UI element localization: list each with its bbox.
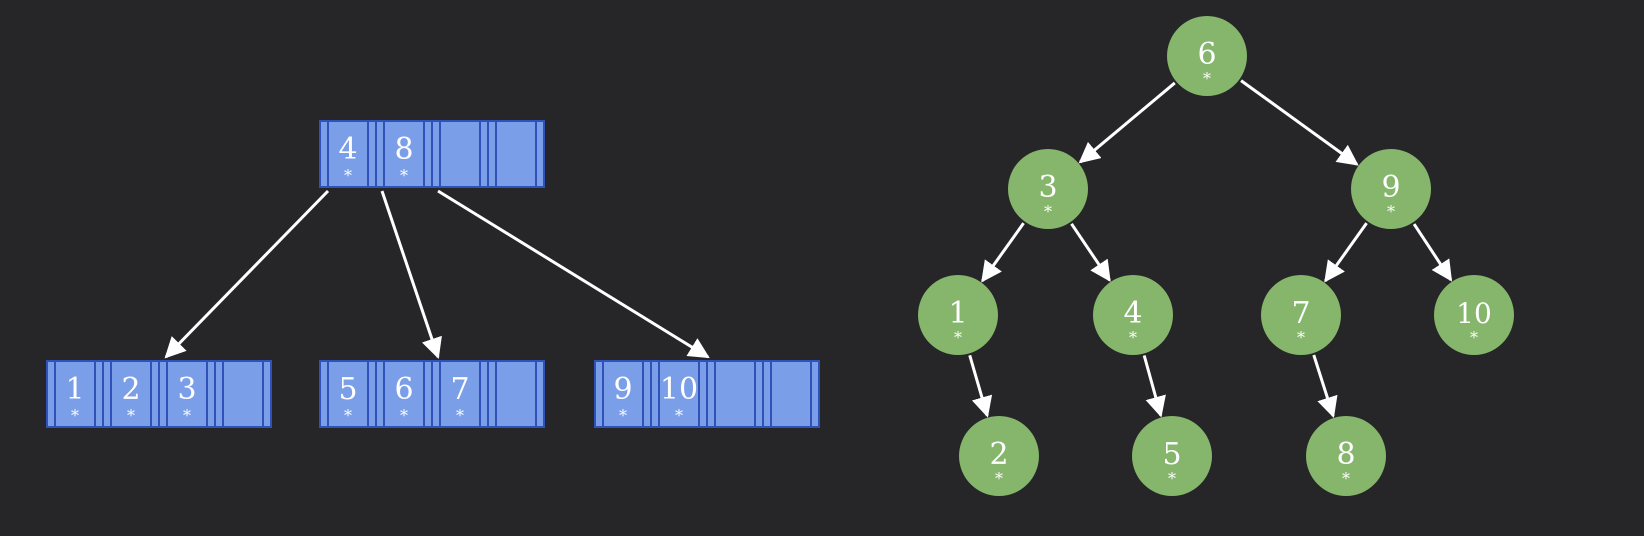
bst-node-key: 6 bbox=[1197, 37, 1216, 72]
bst-node-key: 2 bbox=[989, 437, 1008, 472]
btree-cell bbox=[319, 360, 377, 428]
bst-node-circle bbox=[1132, 416, 1212, 496]
bst-edge-arrow bbox=[1142, 355, 1166, 418]
bst-edge-arrow bbox=[1412, 223, 1453, 282]
btree-key: 5 bbox=[338, 372, 357, 407]
bst-record-pointer: * bbox=[1044, 202, 1052, 221]
bst-node: 7* bbox=[1261, 275, 1341, 355]
bst-record-pointer: * bbox=[1387, 202, 1395, 221]
btree-key: 2 bbox=[121, 372, 140, 407]
bst-node-key: 10 bbox=[1456, 297, 1492, 330]
bst-node-key: 3 bbox=[1038, 170, 1057, 205]
btree-cell bbox=[375, 360, 433, 428]
bst-node-circle bbox=[959, 416, 1039, 496]
bst-node-key: 9 bbox=[1381, 170, 1400, 205]
btree-key: 8 bbox=[394, 132, 413, 167]
btree-record-pointer: * bbox=[71, 406, 79, 425]
bst-edge-arrow bbox=[1324, 222, 1368, 283]
bst-edges bbox=[968, 79, 1453, 418]
bst-node: 8* bbox=[1306, 416, 1386, 496]
bst-record-pointer: * bbox=[1129, 328, 1137, 347]
btree-key: 4 bbox=[338, 132, 357, 167]
btree-cell bbox=[158, 360, 216, 428]
btree-key: 9 bbox=[613, 372, 632, 407]
bst-nodes: 6*3*9*1*4*7*10*2*5*8* bbox=[918, 16, 1514, 496]
bst-node-key: 7 bbox=[1291, 296, 1310, 331]
btree-record-pointer: * bbox=[344, 406, 352, 425]
btree-record-pointer: * bbox=[675, 406, 683, 425]
btree-record-pointer: * bbox=[344, 166, 352, 185]
btree-edges bbox=[164, 189, 710, 359]
btree-root-node: 4*8* bbox=[319, 120, 545, 188]
btree-key: 6 bbox=[394, 372, 413, 407]
bst-node-circle bbox=[918, 275, 998, 355]
btree-key: 7 bbox=[450, 372, 469, 407]
btree-cell bbox=[214, 360, 272, 428]
btree-diagram: 4*8*1*2*3*5*6*7*9*10* bbox=[46, 120, 820, 428]
bst-edge-arrow bbox=[1240, 79, 1359, 166]
bst-node: 3* bbox=[1008, 149, 1088, 229]
bst-node: 9* bbox=[1351, 149, 1431, 229]
btree-record-pointer: * bbox=[183, 406, 191, 425]
btree-cell bbox=[594, 360, 652, 428]
bst-record-pointer: * bbox=[1342, 469, 1350, 488]
btree-record-pointer: * bbox=[400, 166, 408, 185]
btree-key: 1 bbox=[65, 372, 84, 407]
bst-record-pointer: * bbox=[1470, 328, 1478, 347]
btree-edge-arrow bbox=[380, 190, 442, 359]
bst-record-pointer: * bbox=[995, 469, 1003, 488]
btree-key: 10 bbox=[660, 372, 698, 407]
bst-node: 10* bbox=[1434, 275, 1514, 355]
bst-node-key: 1 bbox=[948, 296, 967, 331]
bst-node-circle bbox=[1434, 275, 1514, 355]
btree-record-pointer: * bbox=[619, 406, 627, 425]
btree-cell bbox=[319, 120, 377, 188]
bst-node-circle bbox=[1008, 149, 1088, 229]
bst-edge-arrow bbox=[981, 222, 1025, 283]
btree-record-pointer: * bbox=[456, 406, 464, 425]
bst-node: 1* bbox=[918, 275, 998, 355]
bst-node-circle bbox=[1261, 275, 1341, 355]
bst-node-circle bbox=[1351, 149, 1431, 229]
bst-edge-arrow bbox=[1312, 354, 1338, 418]
btree-cell bbox=[431, 120, 489, 188]
btree-cell bbox=[487, 360, 545, 428]
bst-record-pointer: * bbox=[1168, 469, 1176, 488]
btree-leaf-node: 1*2*3* bbox=[46, 360, 272, 428]
bst-node: 5* bbox=[1132, 416, 1212, 496]
btree-nodes: 4*8*1*2*3*5*6*7*9*10* bbox=[46, 120, 820, 428]
bst-node-circle bbox=[1093, 275, 1173, 355]
bst-diagram: 6*3*9*1*4*7*10*2*5*8* bbox=[918, 16, 1514, 496]
bst-node: 4* bbox=[1093, 275, 1173, 355]
bst-node: 6* bbox=[1167, 16, 1247, 96]
bst-node-circle bbox=[1306, 416, 1386, 496]
btree-record-pointer: * bbox=[127, 406, 135, 425]
bst-node: 2* bbox=[959, 416, 1039, 496]
bst-record-pointer: * bbox=[1297, 328, 1305, 347]
btree-edge-arrow bbox=[164, 189, 330, 359]
btree-key: 3 bbox=[177, 372, 196, 407]
bst-edge-arrow bbox=[968, 354, 993, 418]
btree-cell bbox=[487, 120, 545, 188]
bst-node-key: 5 bbox=[1162, 437, 1181, 472]
btree-cell bbox=[431, 360, 489, 428]
btree-cell bbox=[650, 360, 708, 428]
bst-node-key: 8 bbox=[1336, 437, 1355, 472]
bst-node-key: 4 bbox=[1123, 296, 1142, 331]
btree-cell bbox=[762, 360, 820, 428]
btree-leaf-node: 9*10* bbox=[594, 360, 820, 428]
btree-leaf-node: 5*6*7* bbox=[319, 360, 545, 428]
bst-edge-arrow bbox=[1070, 222, 1111, 282]
bst-record-pointer: * bbox=[1203, 69, 1211, 88]
btree-record-pointer: * bbox=[400, 406, 408, 425]
btree-edge-arrow bbox=[437, 189, 710, 359]
bst-node-circle bbox=[1167, 16, 1247, 96]
bst-record-pointer: * bbox=[954, 328, 962, 347]
bst-edge-arrow bbox=[1078, 81, 1176, 164]
btree-cell bbox=[102, 360, 160, 428]
btree-cell bbox=[706, 360, 764, 428]
